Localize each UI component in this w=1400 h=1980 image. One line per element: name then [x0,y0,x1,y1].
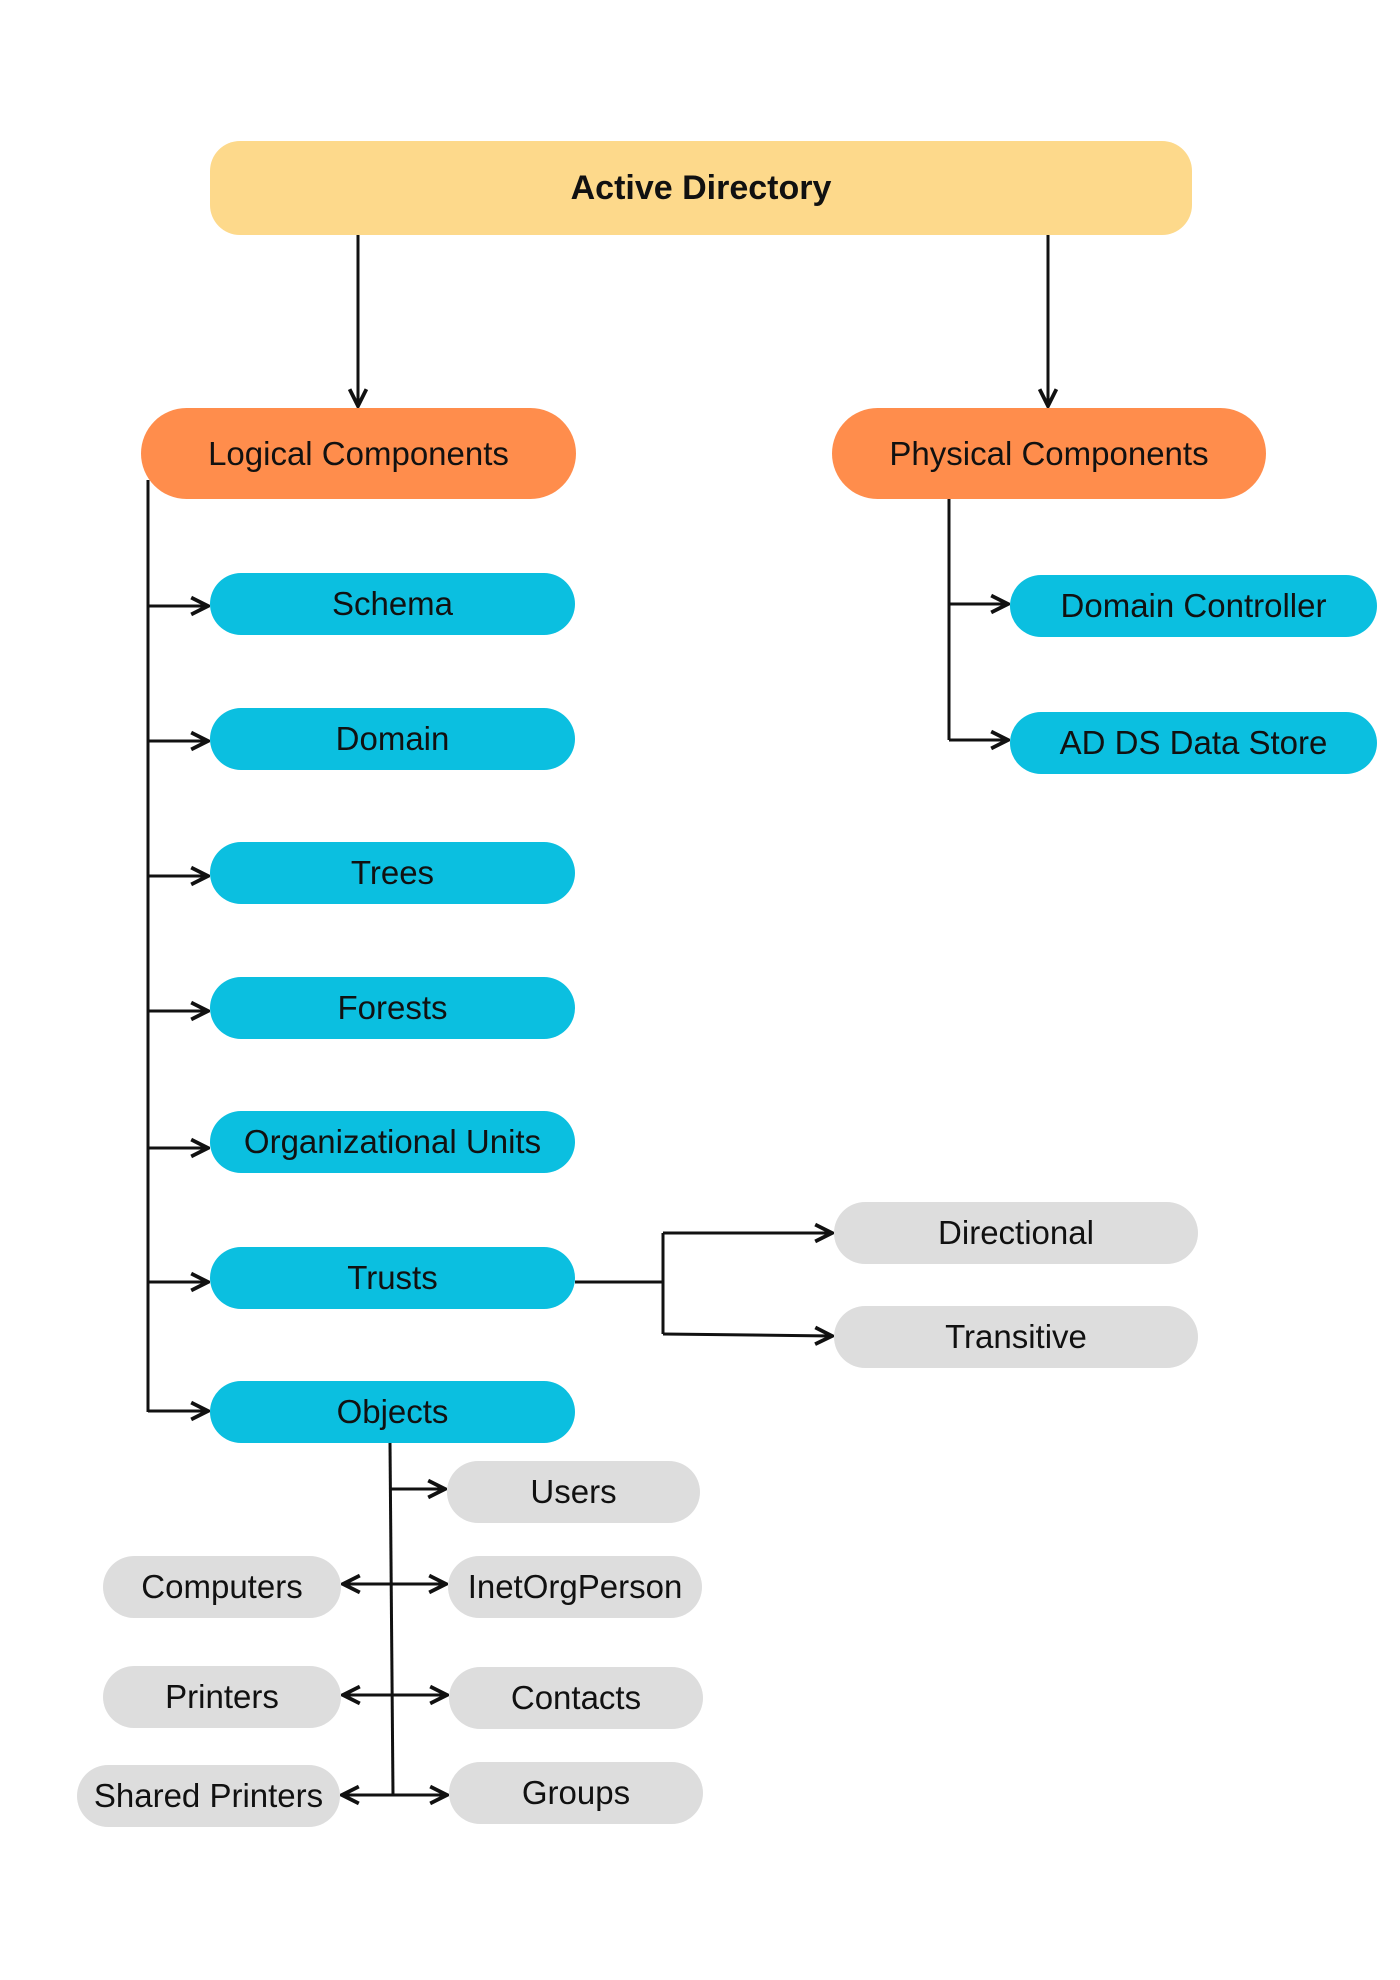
trees-label: Trees [350,854,435,891]
active-directory-node: Active Directory [210,141,1192,235]
shared-printers-node: Shared Printers [77,1765,340,1827]
transitive-node: Transitive [834,1306,1198,1368]
organizational-units-node: Organizational Units [210,1111,575,1173]
forests-node: Forests [210,977,575,1039]
trusts-node: Trusts [210,1247,575,1309]
active-directory-label: Active Directory [570,168,832,207]
domain-controller-label: Domain Controller [1060,587,1327,624]
users-label: Users [530,1473,617,1510]
objects-label: Objects [336,1393,449,1430]
arrow-transitive [662,1334,832,1336]
printers-label: Printers [165,1678,279,1715]
contacts-node: Contacts [449,1667,703,1729]
physical-components-node: Physical Components [832,408,1266,499]
domain-controller-node: Domain Controller [1010,575,1377,637]
inetorgperson-label: InetOrgPerson [467,1568,683,1605]
domain-label: Domain [335,720,450,757]
users-node: Users [447,1461,700,1523]
shared-printers-label: Shared Printers [93,1777,324,1814]
domain-node: Domain [210,708,575,770]
logical-components-label: Logical Components [208,434,509,472]
schema-node: Schema [210,573,575,635]
ad-ds-data-store-node: AD DS Data Store [1010,712,1377,774]
logical-components-node: Logical Components [141,408,576,499]
schema-label: Schema [331,585,454,622]
trusts-label: Trusts [347,1259,438,1296]
forests-label: Forests [337,989,448,1026]
computers-label: Computers [141,1568,303,1605]
contacts-label: Contacts [510,1679,642,1716]
computers-node: Computers [103,1556,341,1618]
objects-spine [388,1442,395,1796]
organizational-units-label: Organizational Units [243,1123,542,1160]
physical-components-label: Physical Components [889,434,1209,472]
directional-label: Directional [938,1214,1094,1251]
ad-ds-data-store-label: AD DS Data Store [1059,724,1328,761]
inetorgperson-node: InetOrgPerson [448,1556,702,1618]
groups-label: Groups [521,1774,631,1811]
directional-node: Directional [834,1202,1198,1264]
trees-node: Trees [210,842,575,904]
groups-node: Groups [449,1762,703,1824]
transitive-label: Transitive [945,1318,1087,1355]
objects-node: Objects [210,1381,575,1443]
printers-node: Printers [103,1666,341,1728]
